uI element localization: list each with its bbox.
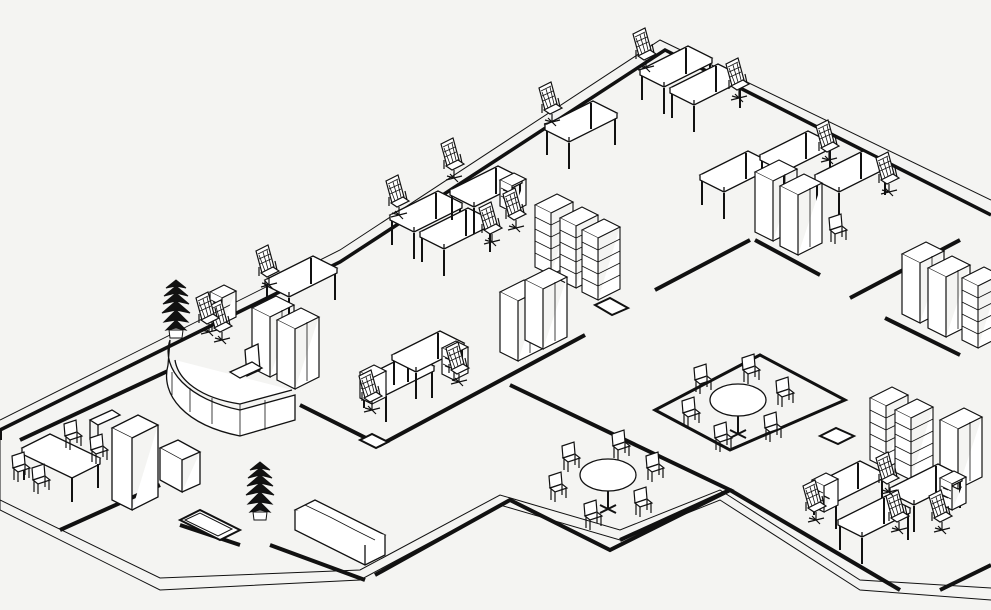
- open-office-north: [208, 27, 900, 423]
- sofa-icon: [293, 499, 387, 566]
- plant-icon: [245, 461, 275, 521]
- meeting-room-round-1: [548, 429, 665, 531]
- office-southeast: [802, 386, 983, 565]
- door-mat-icon: [177, 296, 857, 542]
- meeting-room-west: [11, 409, 202, 512]
- plant-icon: [161, 279, 191, 339]
- floor-outline: [0, 39, 991, 601]
- meeting-room-round-2: [681, 353, 795, 453]
- reception: [166, 291, 296, 437]
- interior-walls: [0, 238, 991, 592]
